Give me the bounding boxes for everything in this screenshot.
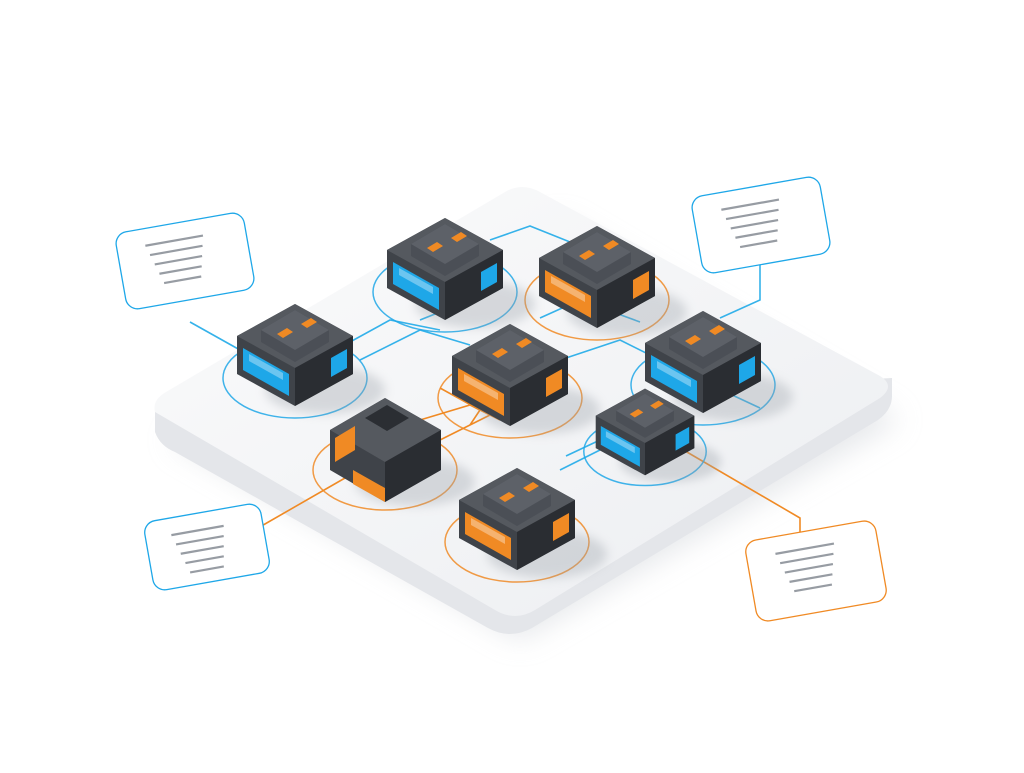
battery-side [645,415,695,476]
battery-contact [277,328,293,338]
battery-side-accent [675,426,690,451]
callout-card [115,212,255,310]
callout-text-line [775,542,835,555]
charger-slot [365,405,409,431]
callout-text-line [735,229,778,239]
battery-units [237,218,793,578]
battery-label-stripe [605,431,635,454]
callout-text-line [789,573,833,583]
battery-side-accent [481,263,497,291]
battery-left [237,304,385,414]
blue-connection-line [489,225,581,247]
callout-text-line [739,239,778,249]
callout-text-line [149,244,203,257]
battery-contact [523,482,539,492]
callout-text-line [154,254,203,266]
callout-top-left [115,212,255,310]
charger-accent [353,470,385,502]
blue-connection-line [189,321,241,351]
orange-connection-line [257,473,353,529]
callout-text-line [180,545,224,555]
battery-contact [451,232,467,242]
battery-contact [427,242,443,252]
callout-bottom-right [745,520,887,622]
blue-connection-line [559,449,601,471]
battery-contact [579,250,595,260]
battery-side [295,336,353,406]
battery-top-right [539,226,687,336]
callout-top-right [691,176,831,274]
battery-side [517,500,575,570]
callout-text-line [159,265,202,275]
battery-top-center [387,218,535,328]
callout-text-line [721,198,780,211]
battery-side-accent [739,356,755,384]
battery-label-panel [465,512,511,560]
battery-label-stripe [399,268,433,294]
callout-text-line [725,208,779,221]
battery-side-accent [633,271,649,299]
battery-side-accent [546,369,562,397]
charger-left [330,398,475,506]
callout-text-line [163,275,202,285]
battery-contact [499,492,515,502]
battery-label-panel [545,270,591,318]
battery-label-panel [458,368,504,416]
callout-bottom-left [144,503,270,591]
battery-contact [603,240,619,250]
charger-side [385,430,441,502]
callout-card [745,520,887,622]
battery-label-stripe [657,361,691,387]
callout-text-line [189,565,225,574]
battery-side-accent [331,349,347,377]
battery-label-panel [600,426,640,467]
battery-label-panel [651,355,697,403]
battery-label-panel [393,262,439,310]
battery-contact [709,325,725,335]
battery-label-stripe [464,374,498,400]
battery-center [452,324,600,434]
battery-contact [516,338,532,348]
callout-text-line [145,234,204,247]
blue-connection-line [719,262,761,319]
battery-contact [629,409,644,418]
callout-text-line [784,562,834,574]
callout-text-line [171,524,224,537]
battery-side [510,356,568,426]
callout-card [144,503,270,591]
battery-right [645,311,793,421]
battery-label-stripe [249,354,283,380]
callout-cards [115,176,887,622]
blue-connection-line [349,319,441,343]
battery-label-stripe [471,518,505,544]
battery-contact [650,400,664,409]
battery-side-accent [553,513,569,541]
battery-side [597,258,655,328]
battery-contact [301,318,317,328]
callout-text-line [730,218,779,230]
callout-text-line [185,555,224,565]
callout-text-line [175,534,224,546]
callout-text-line [779,552,834,565]
battery-side [703,343,761,413]
battery-bottom-center [459,468,607,578]
battery-side [445,250,503,320]
battery-label-panel [243,348,289,396]
callout-text-line [794,583,833,593]
callout-card [691,176,831,274]
battery-label-stripe [551,276,585,302]
charger-label [335,426,355,462]
battery-contact [492,348,508,358]
battery-contact [685,335,701,345]
